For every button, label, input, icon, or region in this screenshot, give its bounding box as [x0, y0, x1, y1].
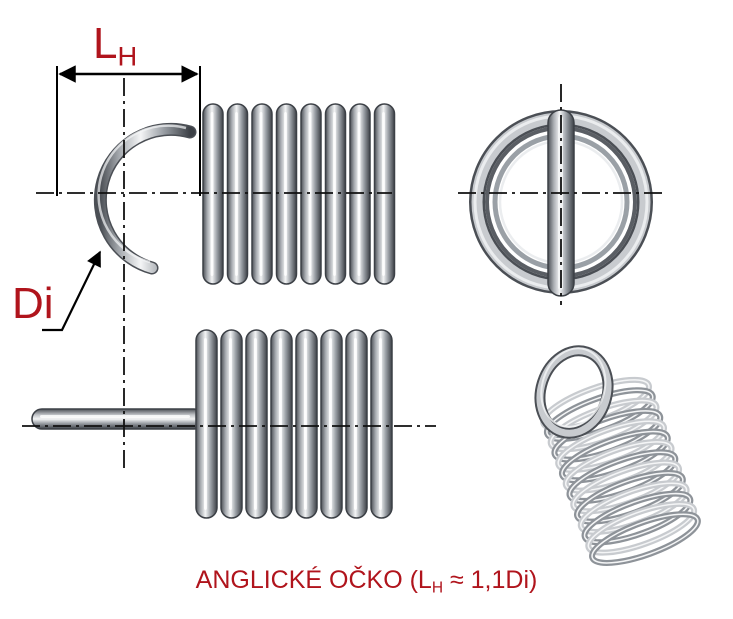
lh-label: LH — [93, 19, 137, 70]
iso-coil-highlight — [591, 513, 699, 564]
side-view-coils — [195, 329, 393, 519]
side-coil-turn — [345, 329, 368, 519]
caption-subscript: H — [431, 579, 444, 597]
centerlines — [22, 78, 664, 470]
side-coil-turn — [320, 329, 343, 519]
lh-label-main: L — [93, 19, 118, 68]
caption-prefix: ANGLICKÉ OČKO (L — [195, 566, 432, 594]
side-coil-turn — [220, 329, 243, 519]
side-coil-turn — [195, 329, 218, 519]
front-coil-turn — [202, 103, 224, 285]
front-coil-turn — [275, 103, 298, 285]
front-coil-turn — [251, 103, 273, 285]
di-label: Di — [12, 279, 54, 328]
front-coil-turn — [226, 103, 249, 285]
isometric-view — [534, 345, 701, 566]
side-coil-turn — [270, 329, 293, 519]
caption: ANGLICKÉ OČKO (LH ≈ 1,1Di) — [0, 566, 733, 597]
lh-label-subscript: H — [117, 40, 138, 72]
front-coil-turn — [300, 103, 322, 285]
lh-dimension — [56, 65, 201, 196]
front-view-hook — [93, 122, 197, 275]
caption-suffix: ≈ 1,1Di) — [443, 566, 538, 594]
di-leader — [42, 250, 101, 332]
front-coil-turn — [373, 103, 396, 285]
front-view-coils — [202, 103, 396, 285]
iso-coil-highlight — [583, 492, 692, 544]
side-coil-turn — [370, 329, 393, 519]
front-coil-turn — [349, 103, 371, 285]
iso-coil-highlight — [587, 503, 695, 554]
front-coil-turn — [324, 103, 347, 285]
side-coil-turn — [295, 329, 318, 519]
side-coil-turn — [245, 329, 268, 519]
